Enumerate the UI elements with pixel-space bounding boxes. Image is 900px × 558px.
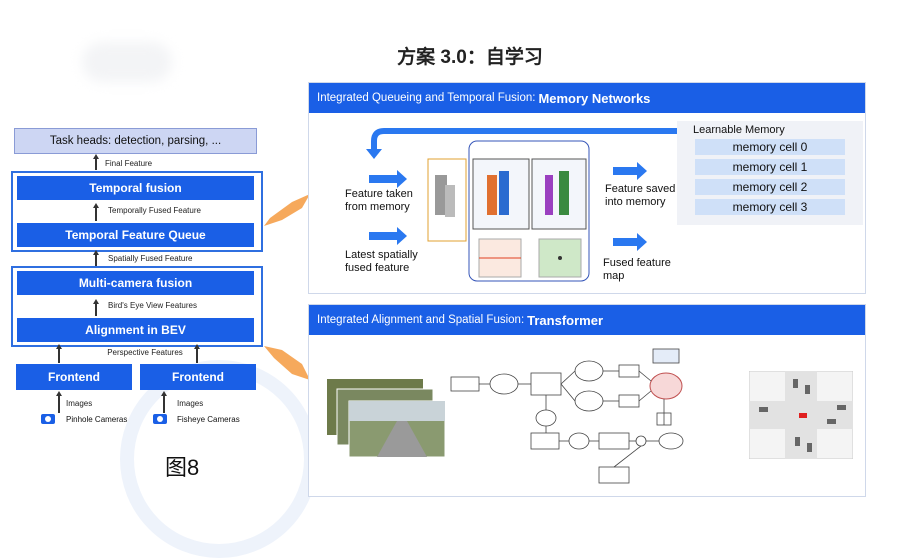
arrow-line [163, 395, 165, 413]
temporal-queue-box: Temporal Feature Queue [17, 223, 254, 247]
arrow-head [56, 391, 62, 396]
multi-camera-box: Multi-camera fusion [17, 271, 254, 295]
arrow-head [93, 203, 99, 208]
arrow-line [58, 348, 60, 363]
arrow-line [58, 395, 60, 413]
frontend-right-box: Frontend [140, 364, 256, 390]
pinhole-label: Pinhole Cameras [66, 415, 128, 424]
arrow-line [95, 158, 97, 170]
output-arrow-icon [613, 162, 647, 180]
memory-cell: memory cell 2 [695, 179, 845, 195]
transformer-panel-header: Integrated Alignment and Spatial Fusion:… [309, 305, 865, 335]
temporally-fused-label: Temporally Fused Feature [108, 206, 201, 215]
arrow-line [95, 304, 97, 316]
input-arrow-icon [369, 170, 407, 188]
orange-arrow-icon [264, 194, 310, 226]
feature-taken-label: Feature taken from memory [345, 188, 413, 213]
memory-header-prefix: Integrated Queueing and Temporal Fusion: [317, 92, 536, 104]
feature-saved-label: Feature saved into memory [605, 183, 676, 208]
temporal-group [11, 171, 263, 252]
watermark [82, 42, 172, 82]
memory-header-bold: Memory Networks [538, 90, 651, 106]
feedback-arrow-icon [366, 128, 759, 159]
images-right-label: Images [177, 399, 204, 408]
arrow-head [161, 391, 167, 396]
arrow-head [56, 344, 62, 349]
bev-intersection-map [749, 371, 853, 459]
transformer-header-bold: Transformer [527, 312, 604, 328]
task-heads-box: Task heads: detection, parsing, ... [14, 128, 257, 154]
perspective-label: Perspective Features [107, 348, 183, 357]
memory-cell: memory cell 3 [695, 199, 845, 215]
orange-arrow-icon [264, 346, 310, 380]
images-left-label: Images [66, 399, 93, 408]
temporal-fusion-box: Temporal fusion [17, 176, 254, 200]
input-arrow-icon [369, 227, 407, 245]
spatial-group [11, 266, 263, 347]
learnable-memory-box: Learnable Memory memory cell 0 memory ce… [677, 121, 863, 225]
bev-features-label: Bird's Eye View Features [108, 301, 197, 310]
frontend-left-box: Frontend [16, 364, 132, 390]
fisheye-label: Fisheye Cameras [177, 415, 240, 424]
final-feature-label: Final Feature [105, 159, 153, 168]
output-arrow-icon [613, 233, 647, 251]
transformer-panel: Integrated Alignment and Spatial Fusion:… [308, 304, 866, 497]
camera-icon [153, 414, 167, 424]
alignment-box: Alignment in BEV [17, 318, 254, 342]
arrow-line [95, 208, 97, 221]
figure-label: 图8 [165, 455, 200, 480]
arrow-line [95, 254, 97, 266]
memory-cell: memory cell 0 [695, 139, 845, 155]
latest-spatial-label: Latest spatially fused feature [345, 249, 418, 274]
page-title: 方案 3.0：自学习 [397, 47, 543, 68]
transformer-flow-diagram [450, 348, 684, 484]
learnable-memory-label: Learnable Memory [693, 124, 785, 136]
memory-panel-header: Integrated Queueing and Temporal Fusion:… [309, 83, 865, 113]
arrow-line [196, 348, 198, 363]
camera-icon [41, 414, 55, 424]
fused-map-label: Fused feature map [603, 257, 671, 282]
memory-cell: memory cell 1 [695, 159, 845, 175]
transformer-header-prefix: Integrated Alignment and Spatial Fusion: [317, 314, 525, 326]
arrow-head [93, 299, 99, 304]
spatially-fused-label: Spatially Fused Feature [108, 254, 193, 263]
rnn-module-figure [427, 140, 590, 282]
memory-networks-panel: Integrated Queueing and Temporal Fusion:… [308, 82, 866, 294]
arrow-head [93, 250, 99, 255]
arrow-head [194, 344, 200, 349]
arrow-head [93, 154, 99, 159]
camera-images-photo [327, 379, 446, 458]
